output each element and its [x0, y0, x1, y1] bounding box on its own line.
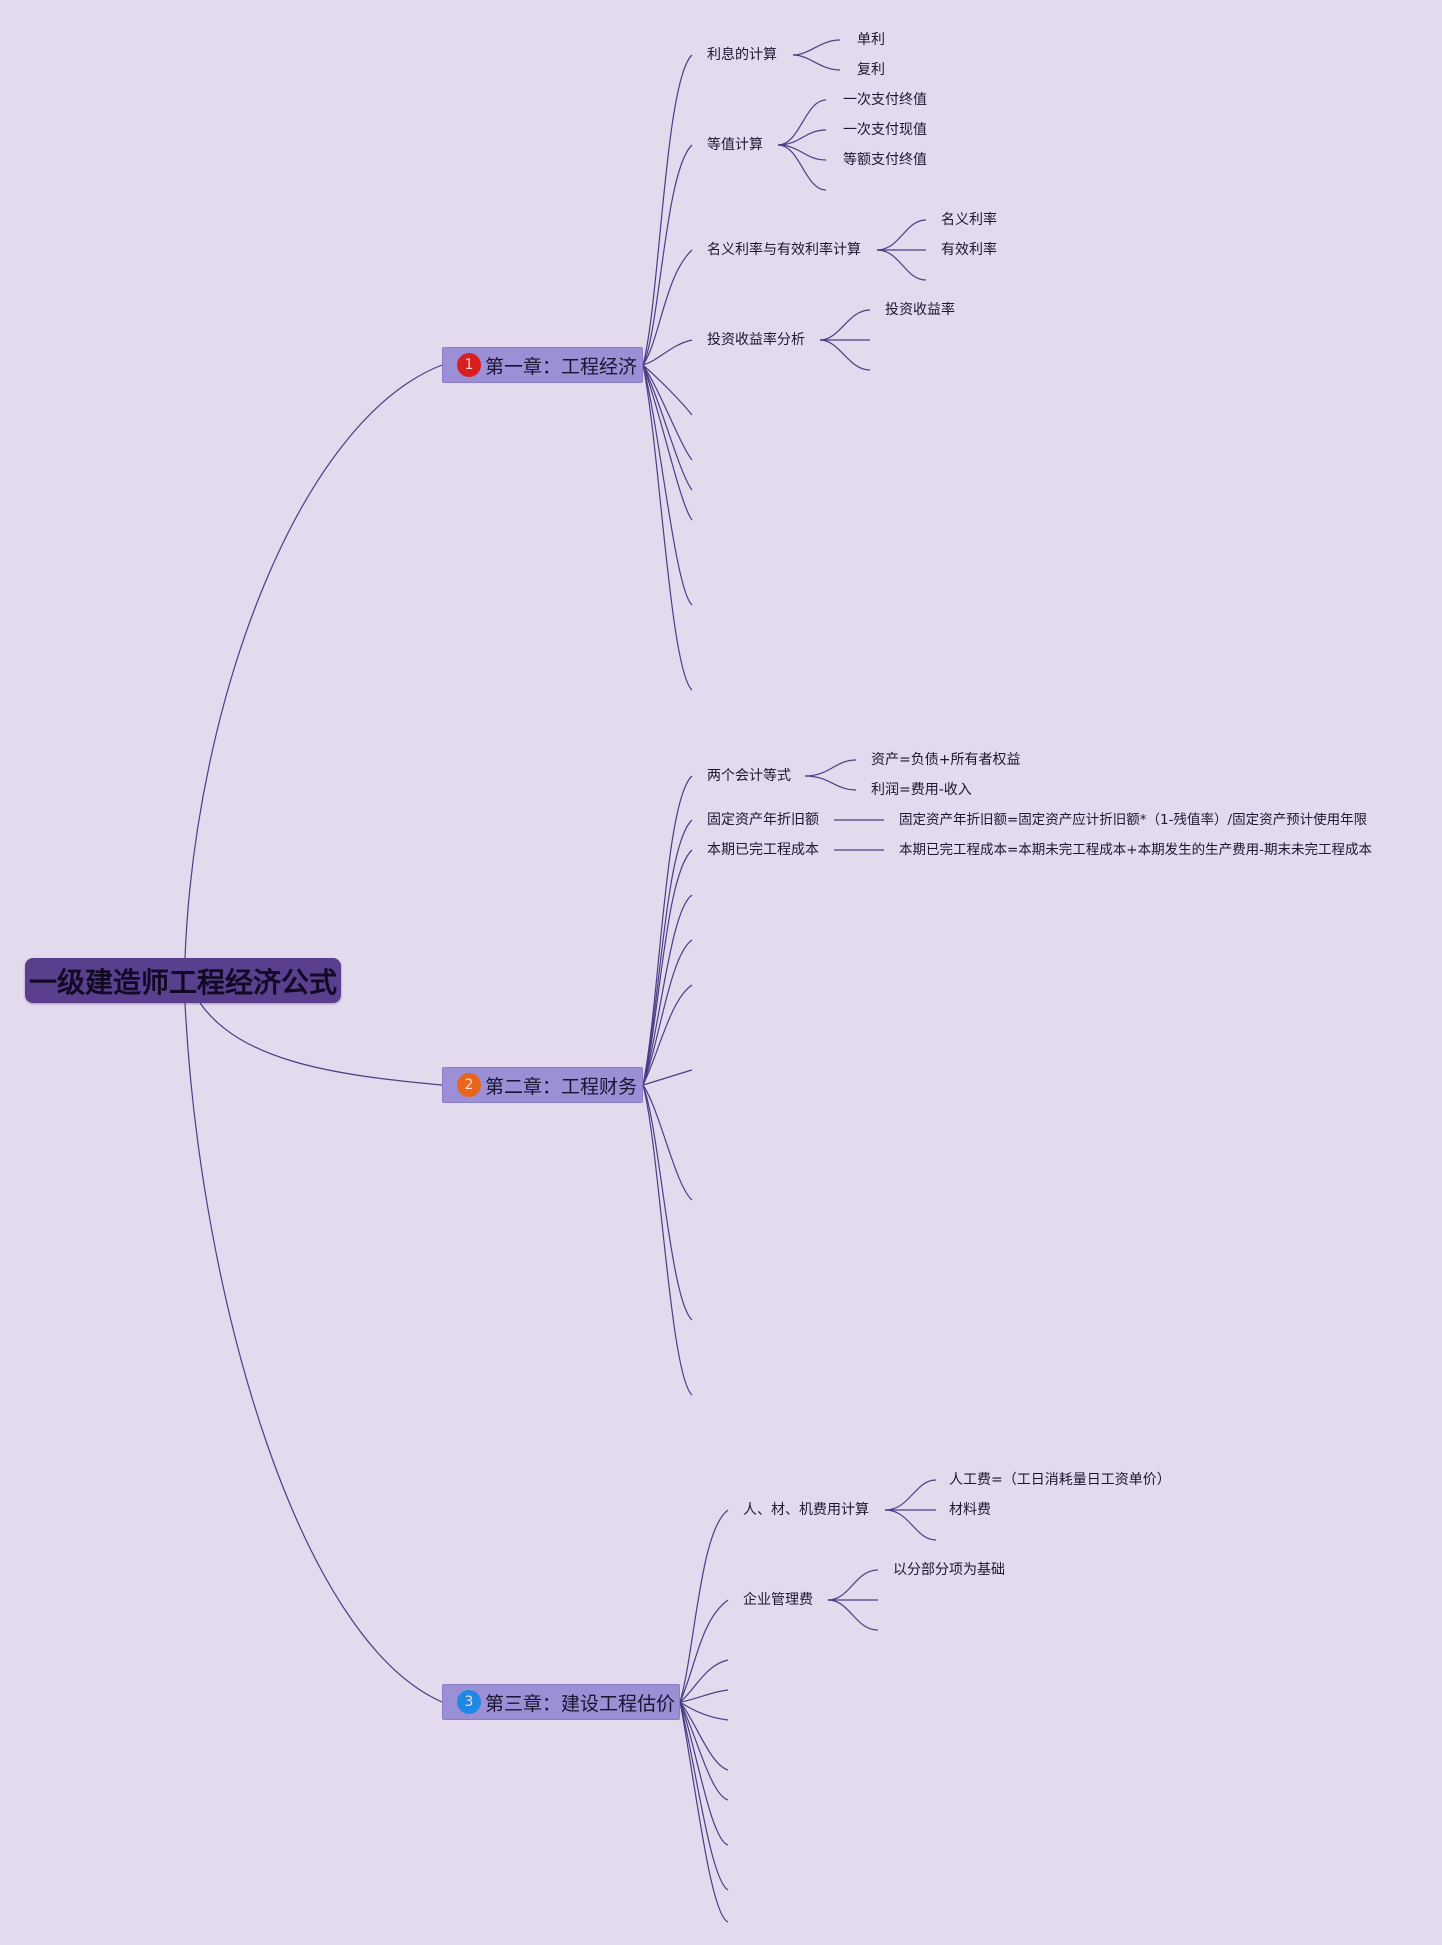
- topic-equivalent-calc[interactable]: 等值计算: [707, 137, 763, 153]
- leaf-assets-equation[interactable]: 资产=负债+所有者权益: [871, 752, 1021, 768]
- leaf-single-payment-pv[interactable]: 一次支付现值: [843, 122, 927, 138]
- chapter-3-title: 第三章：建设工程估价: [485, 1692, 676, 1715]
- chapter-3-node[interactable]: 3 第三章：建设工程估价: [442, 1684, 680, 1720]
- chapter-2-title: 第二章：工程财务: [485, 1075, 638, 1098]
- chapter-1-title: 第一章：工程经济: [485, 355, 638, 378]
- topic-nominal-effective-rate[interactable]: 名义利率与有效利率计算: [707, 242, 861, 258]
- leaf-depreciation-formula[interactable]: 固定资产年折旧额=固定资产应计折旧额*（1-残值率）/固定资产预计使用年限: [899, 812, 1368, 828]
- leaf-compound-interest[interactable]: 复利: [857, 62, 885, 78]
- topic-interest-calc[interactable]: 利息的计算: [707, 47, 777, 63]
- leaf-labor-cost[interactable]: 人工费=（工日消耗量日工资单价）: [949, 1472, 1171, 1488]
- topic-roi-analysis[interactable]: 投资收益率分析: [707, 332, 805, 348]
- topic-accounting-equations[interactable]: 两个会计等式: [707, 768, 791, 784]
- root-node[interactable]: 一级建造师工程经济公式: [25, 958, 341, 1003]
- root-to-chapter-2: [199, 1002, 443, 1086]
- topic-enterprise-management-fee[interactable]: 企业管理费: [743, 1592, 813, 1608]
- topic-labor-material-machine[interactable]: 人、材、机费用计算: [743, 1502, 869, 1518]
- topic-completed-work-cost[interactable]: 本期已完工程成本: [707, 842, 819, 858]
- root-to-chapter-3: [184, 1002, 443, 1703]
- chapter-2-badge: 2: [457, 1073, 481, 1097]
- leaf-material-cost[interactable]: 材料费: [949, 1502, 991, 1518]
- chapter-1-node[interactable]: 1 第一章：工程经济: [442, 347, 643, 383]
- leaf-single-payment-fv[interactable]: 一次支付终值: [843, 92, 927, 108]
- chapter-3-badge: 3: [457, 1690, 481, 1714]
- leaf-effective-rate[interactable]: 有效利率: [941, 242, 997, 258]
- root-to-chapter-1: [184, 364, 443, 959]
- leaf-annuity-fv[interactable]: 等额支付终值: [843, 152, 927, 168]
- topic-annual-depreciation[interactable]: 固定资产年折旧额: [707, 812, 819, 828]
- chapter-1-branches: [642, 39, 927, 691]
- chapter-3-branches: [679, 1479, 937, 1923]
- leaf-simple-interest[interactable]: 单利: [857, 32, 885, 48]
- chapter-2-branches: [642, 759, 884, 1396]
- leaf-completed-cost-formula[interactable]: 本期已完工程成本=本期未完工程成本+本期发生的生产费用-期末未完工程成本: [899, 842, 1372, 858]
- leaf-profit-equation[interactable]: 利润=费用-收入: [871, 782, 972, 798]
- chapter-1-badge: 1: [457, 353, 481, 377]
- leaf-subitem-basis[interactable]: 以分部分项为基础: [893, 1562, 1005, 1578]
- chapter-2-node[interactable]: 2 第二章：工程财务: [442, 1067, 643, 1103]
- leaf-nominal-rate[interactable]: 名义利率: [941, 212, 997, 228]
- leaf-roi[interactable]: 投资收益率: [885, 302, 955, 318]
